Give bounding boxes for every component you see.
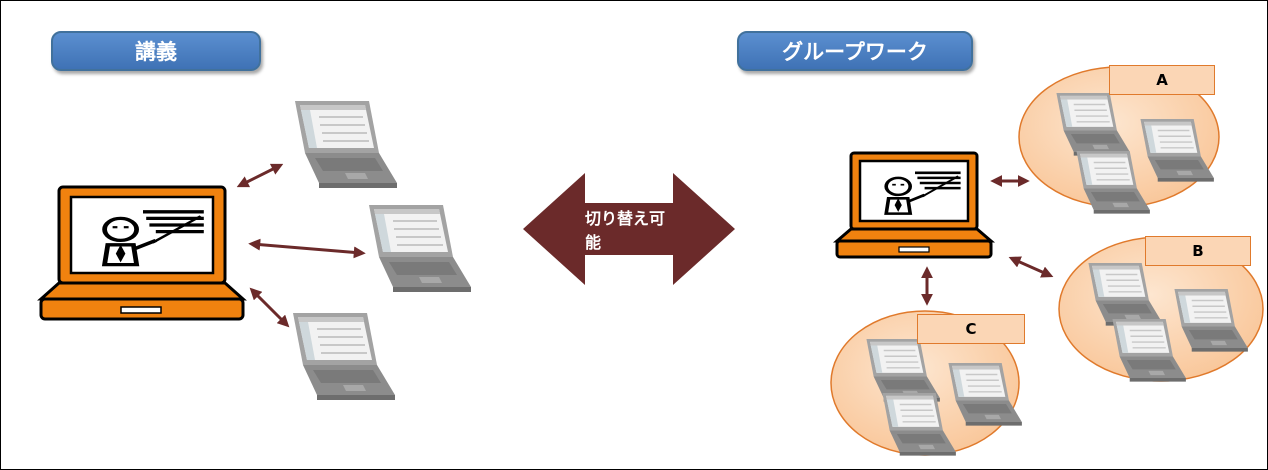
switch-double-arrow-icon [523,173,735,285]
lecture-header-label: 講義 [135,40,177,64]
lecture-connector-arrow [248,238,366,259]
lecture-header: 講義 [51,31,261,71]
group-c-label: C [917,314,1025,344]
lecture-teacher-laptop-icon [37,185,247,321]
lecture-student-laptop-icon [368,204,472,293]
lecture-connector-arrow [236,163,284,188]
lecture-student-laptop-icon [294,100,398,189]
group-b-connector-arrow [1008,256,1054,278]
lecture-connector-arrow [249,287,290,328]
groupwork-header-label: グループワーク [782,40,928,64]
groupwork-teacher-laptop-icon [832,151,996,259]
groupwork-header: グループワーク [737,31,973,71]
group-b-label: B [1145,236,1251,266]
lecture-student-laptop-icon [292,312,396,401]
switch-label: 切り替え可能 [585,209,666,252]
group-a-label: A [1109,65,1215,95]
